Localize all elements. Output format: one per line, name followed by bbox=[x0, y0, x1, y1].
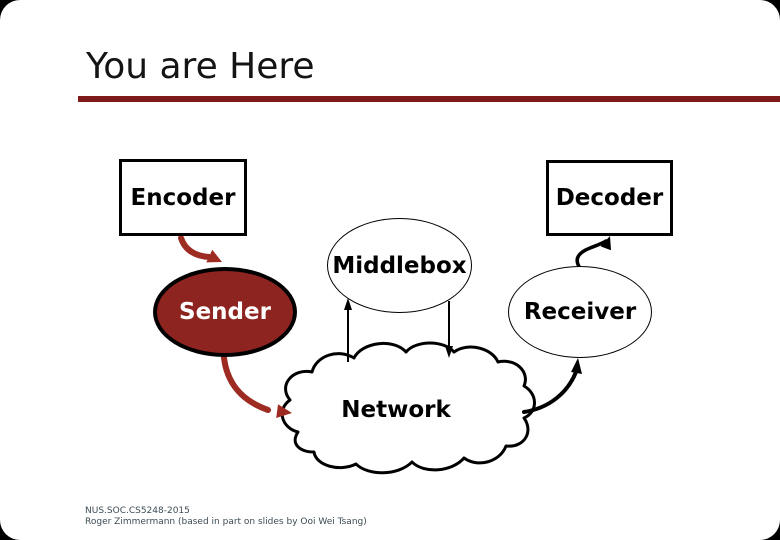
node-receiver: Receiver bbox=[508, 266, 652, 358]
receiver-label: Receiver bbox=[523, 299, 637, 325]
footer-course-code: NUS.SOC.CS5248-2015 bbox=[85, 506, 190, 516]
node-sender: Sender bbox=[153, 267, 297, 357]
network-cloud-icon bbox=[280, 341, 536, 475]
arrow-middlebox-to-network-icon bbox=[445, 301, 453, 358]
node-decoder: Decoder bbox=[546, 160, 673, 236]
network-label: Network bbox=[341, 397, 451, 423]
decoder-label: Decoder bbox=[555, 185, 664, 211]
sender-label: Sender bbox=[179, 299, 271, 325]
slide-title: You are Here bbox=[86, 46, 315, 87]
node-middlebox: Middlebox bbox=[327, 218, 472, 313]
middlebox-label: Middlebox bbox=[332, 252, 467, 279]
arrow-receiver-to-decoder-icon bbox=[575, 236, 611, 270]
title-underline bbox=[78, 96, 780, 102]
footer: NUS.SOC.CS5248-2015 Roger Zimmermann (ba… bbox=[85, 506, 367, 528]
arrow-network-to-receiver-icon bbox=[522, 358, 582, 414]
arrow-network-to-middlebox-icon bbox=[344, 298, 352, 362]
arrow-sender-to-network-icon bbox=[221, 355, 292, 418]
encoder-label: Encoder bbox=[130, 184, 236, 211]
footer-credits: Roger Zimmermann (based in part on slide… bbox=[85, 517, 367, 527]
arrow-encoder-to-sender-icon bbox=[178, 235, 222, 263]
node-encoder: Encoder bbox=[119, 159, 247, 236]
